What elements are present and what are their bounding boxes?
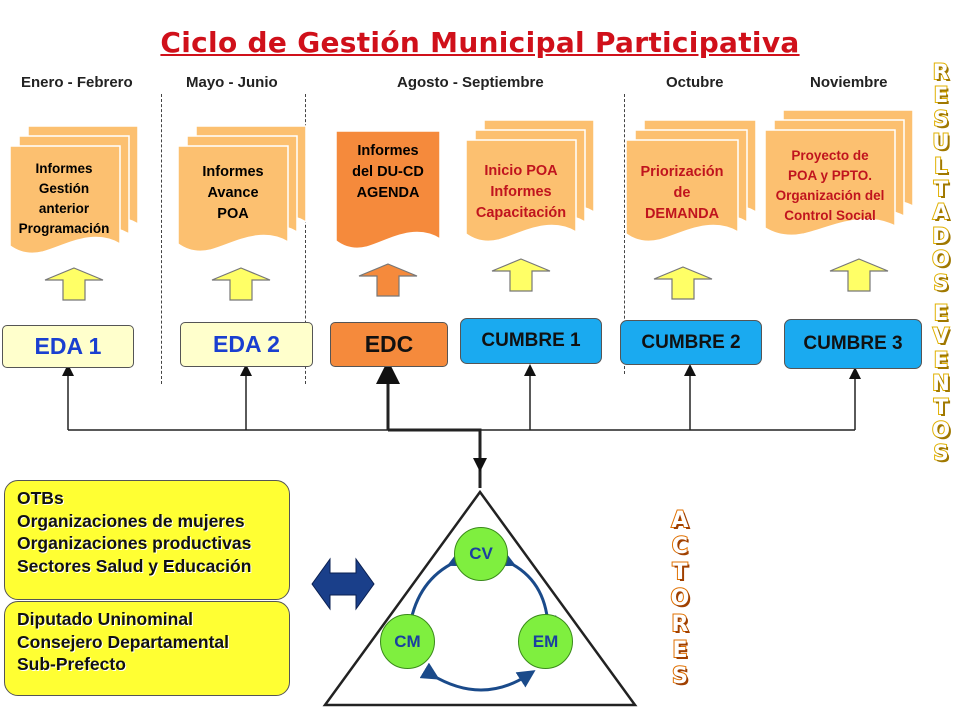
up-arrow-icon bbox=[211, 267, 271, 301]
down-arrowhead bbox=[473, 458, 487, 472]
month-mayo-junio: Mayo - Junio bbox=[186, 74, 278, 91]
connector-lines bbox=[62, 360, 861, 488]
event-edc: EDC bbox=[330, 322, 448, 367]
event-cumbre-2: CUMBRE 2 bbox=[620, 320, 762, 365]
group-item: Diputado Uninominal bbox=[17, 609, 193, 629]
month-agosto-septiembre: Agosto - Septiembre bbox=[397, 74, 544, 91]
month-enero-febrero: Enero - Febrero bbox=[21, 74, 133, 91]
document-shape bbox=[465, 139, 577, 243]
month-octubre: Octubre bbox=[666, 74, 724, 91]
node-cm: CM bbox=[380, 614, 435, 669]
up-arrow-icon bbox=[829, 258, 889, 292]
document-shape bbox=[335, 130, 441, 250]
node-em: EM bbox=[518, 614, 573, 669]
up-arrow-icon bbox=[653, 266, 713, 300]
double-arrow-icon bbox=[311, 557, 375, 611]
document-shape bbox=[9, 145, 121, 255]
group-item: Sub-Prefecto bbox=[17, 654, 126, 674]
separator-line bbox=[305, 94, 306, 384]
group-item: Organizaciones productivas bbox=[17, 533, 252, 553]
event-eda-2: EDA 2 bbox=[180, 322, 313, 367]
separator-line bbox=[624, 94, 625, 374]
group-item: Consejero Departamental bbox=[17, 631, 230, 652]
document-shape bbox=[625, 139, 739, 243]
separator-line bbox=[161, 94, 162, 384]
up-arrow-icon bbox=[44, 267, 104, 301]
up-arrow-icon bbox=[358, 263, 418, 297]
month-noviembre: Noviembre bbox=[810, 74, 888, 91]
social-organizations-box: OTBs Organizaciones de mujeres Organizac… bbox=[4, 480, 290, 600]
actors-triangle bbox=[322, 489, 638, 707]
document-shape bbox=[764, 129, 896, 237]
group-item: OTBs bbox=[17, 488, 64, 508]
up-arrow-icon bbox=[491, 258, 551, 292]
authorities-box: Diputado Uninominal Consejero Departamen… bbox=[4, 601, 290, 696]
node-cv: CV bbox=[454, 527, 508, 581]
group-item: Organizaciones de mujeres bbox=[17, 510, 245, 531]
diagram-title: Ciclo de Gestión Municipal Participativa bbox=[160, 26, 800, 59]
document-shape bbox=[177, 145, 289, 253]
event-cumbre-3: CUMBRE 3 bbox=[784, 319, 922, 369]
event-cumbre-1: CUMBRE 1 bbox=[460, 318, 602, 364]
event-eda-1: EDA 1 bbox=[2, 325, 134, 368]
group-item: Sectores Salud y Educación bbox=[17, 555, 252, 576]
